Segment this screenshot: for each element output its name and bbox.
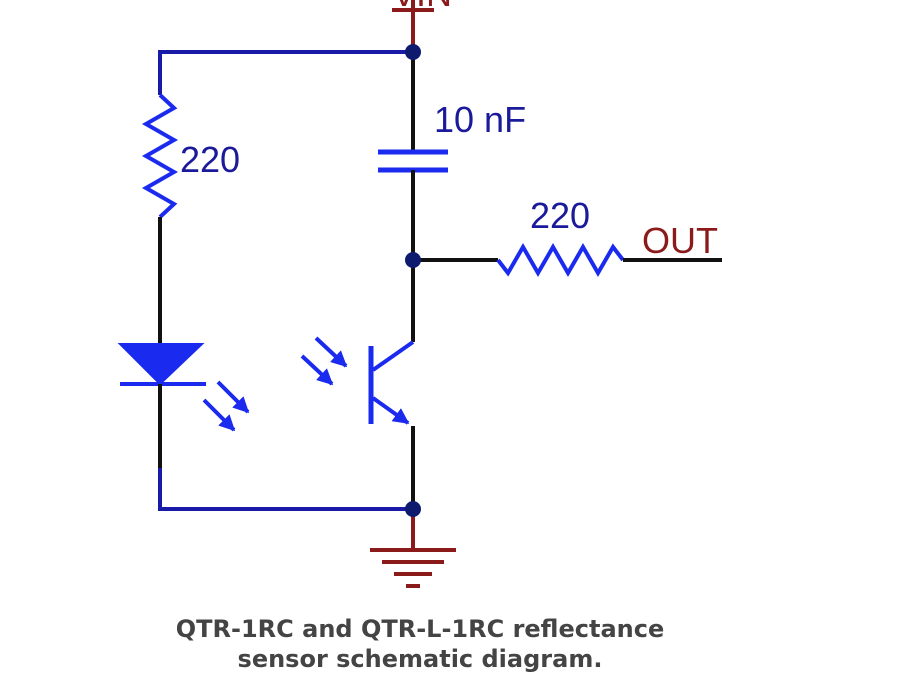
caption-line-2: sensor schematic diagram. (237, 645, 603, 673)
vin-junction-node (405, 44, 421, 60)
ground-junction-node (405, 501, 421, 517)
output-junction-node (405, 252, 421, 268)
led-emission-arrows (202, 380, 250, 432)
led-resistor (141, 93, 179, 219)
output-label: OUT (642, 220, 718, 261)
output-resistor-value-label: 220 (530, 195, 590, 236)
vin-label: VIN (392, 0, 452, 14)
phototransistor-light-arrows (300, 336, 348, 386)
capacitor-value-label: 10 nF (434, 99, 526, 140)
vin-power-symbol (392, 0, 434, 52)
led-icon (117, 343, 206, 386)
figure-caption: QTR-1RC and QTR-L-1RC reflectance sensor… (0, 614, 840, 674)
top-wire (158, 50, 413, 95)
capacitor-icon (378, 149, 448, 173)
ground-symbol-icon (370, 509, 456, 588)
output-resistor (496, 242, 625, 278)
caption-line-1: QTR-1RC and QTR-L-1RC reflectance (175, 615, 665, 643)
led-resistor-value-label: 220 (180, 139, 240, 180)
bottom-wire (158, 468, 413, 511)
phototransistor-icon (368, 340, 415, 425)
